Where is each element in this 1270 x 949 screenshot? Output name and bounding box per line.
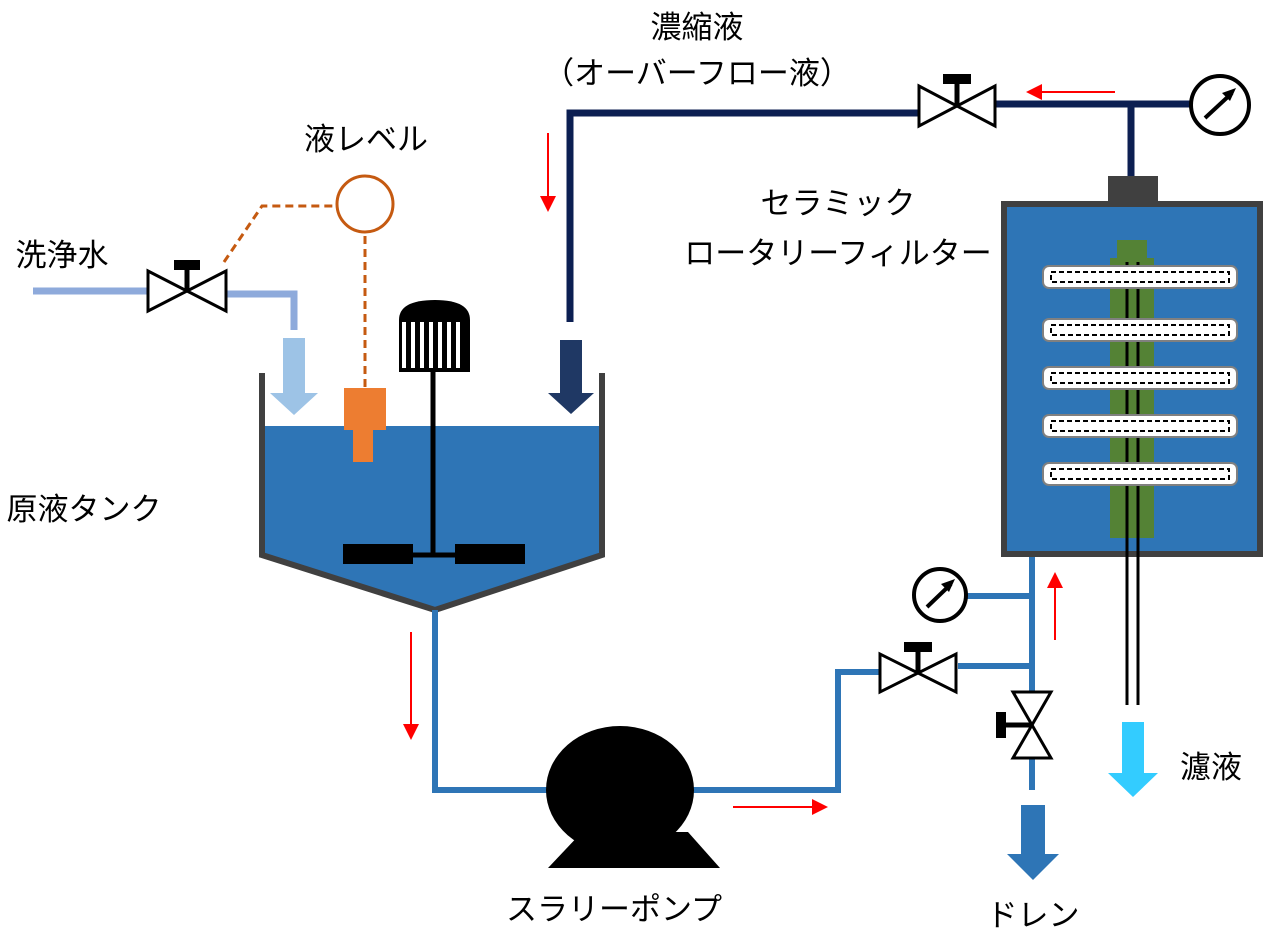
flow-arrows <box>403 84 1115 815</box>
concentrate-return-line <box>566 100 1192 322</box>
wash-water-label: 洗浄水 <box>16 238 109 274</box>
agitator-shaft-impeller <box>343 372 525 564</box>
raw-tank-label: 原液タンク <box>7 492 162 528</box>
feed-pressure-gauge <box>912 567 968 623</box>
wash-water-arrow <box>270 338 318 415</box>
liquid-level-signal-line <box>222 204 367 388</box>
slurry-pump-label: スラリーポンプ <box>506 892 722 928</box>
filtrate-arrow <box>1108 722 1158 797</box>
overflow-label: （オーバーフロー液） <box>543 56 851 92</box>
concentrate-valve[interactable] <box>917 74 997 129</box>
liquid-level-indicator <box>335 174 395 234</box>
filter-name-line1: セラミック <box>761 186 916 222</box>
slurry-pump <box>546 726 720 868</box>
filtrate-label: 濾液 <box>1180 750 1242 786</box>
slurry-feed-line <box>432 610 1032 793</box>
wash-water-line <box>33 287 298 330</box>
drain-arrow <box>1007 805 1059 880</box>
level-sensor <box>344 388 386 462</box>
concentrate-pressure-gauge <box>1189 74 1251 136</box>
drain-label: ドレン <box>987 898 1080 934</box>
concentrate-label: 濃縮液 <box>651 10 744 46</box>
filter-feed-line <box>966 556 1035 790</box>
drain-valve[interactable] <box>996 690 1054 760</box>
filtrate-outlet-pipe <box>1125 554 1140 705</box>
liquid-level-label: 液レベル <box>304 122 428 158</box>
wash-water-valve[interactable] <box>146 260 228 314</box>
concentrate-arrow <box>548 340 594 414</box>
filter-discs <box>1042 265 1238 486</box>
feed-valve[interactable] <box>878 642 958 695</box>
filter-name-line2: ロータリーフィルター <box>684 236 992 272</box>
agitator-motor <box>399 300 470 372</box>
